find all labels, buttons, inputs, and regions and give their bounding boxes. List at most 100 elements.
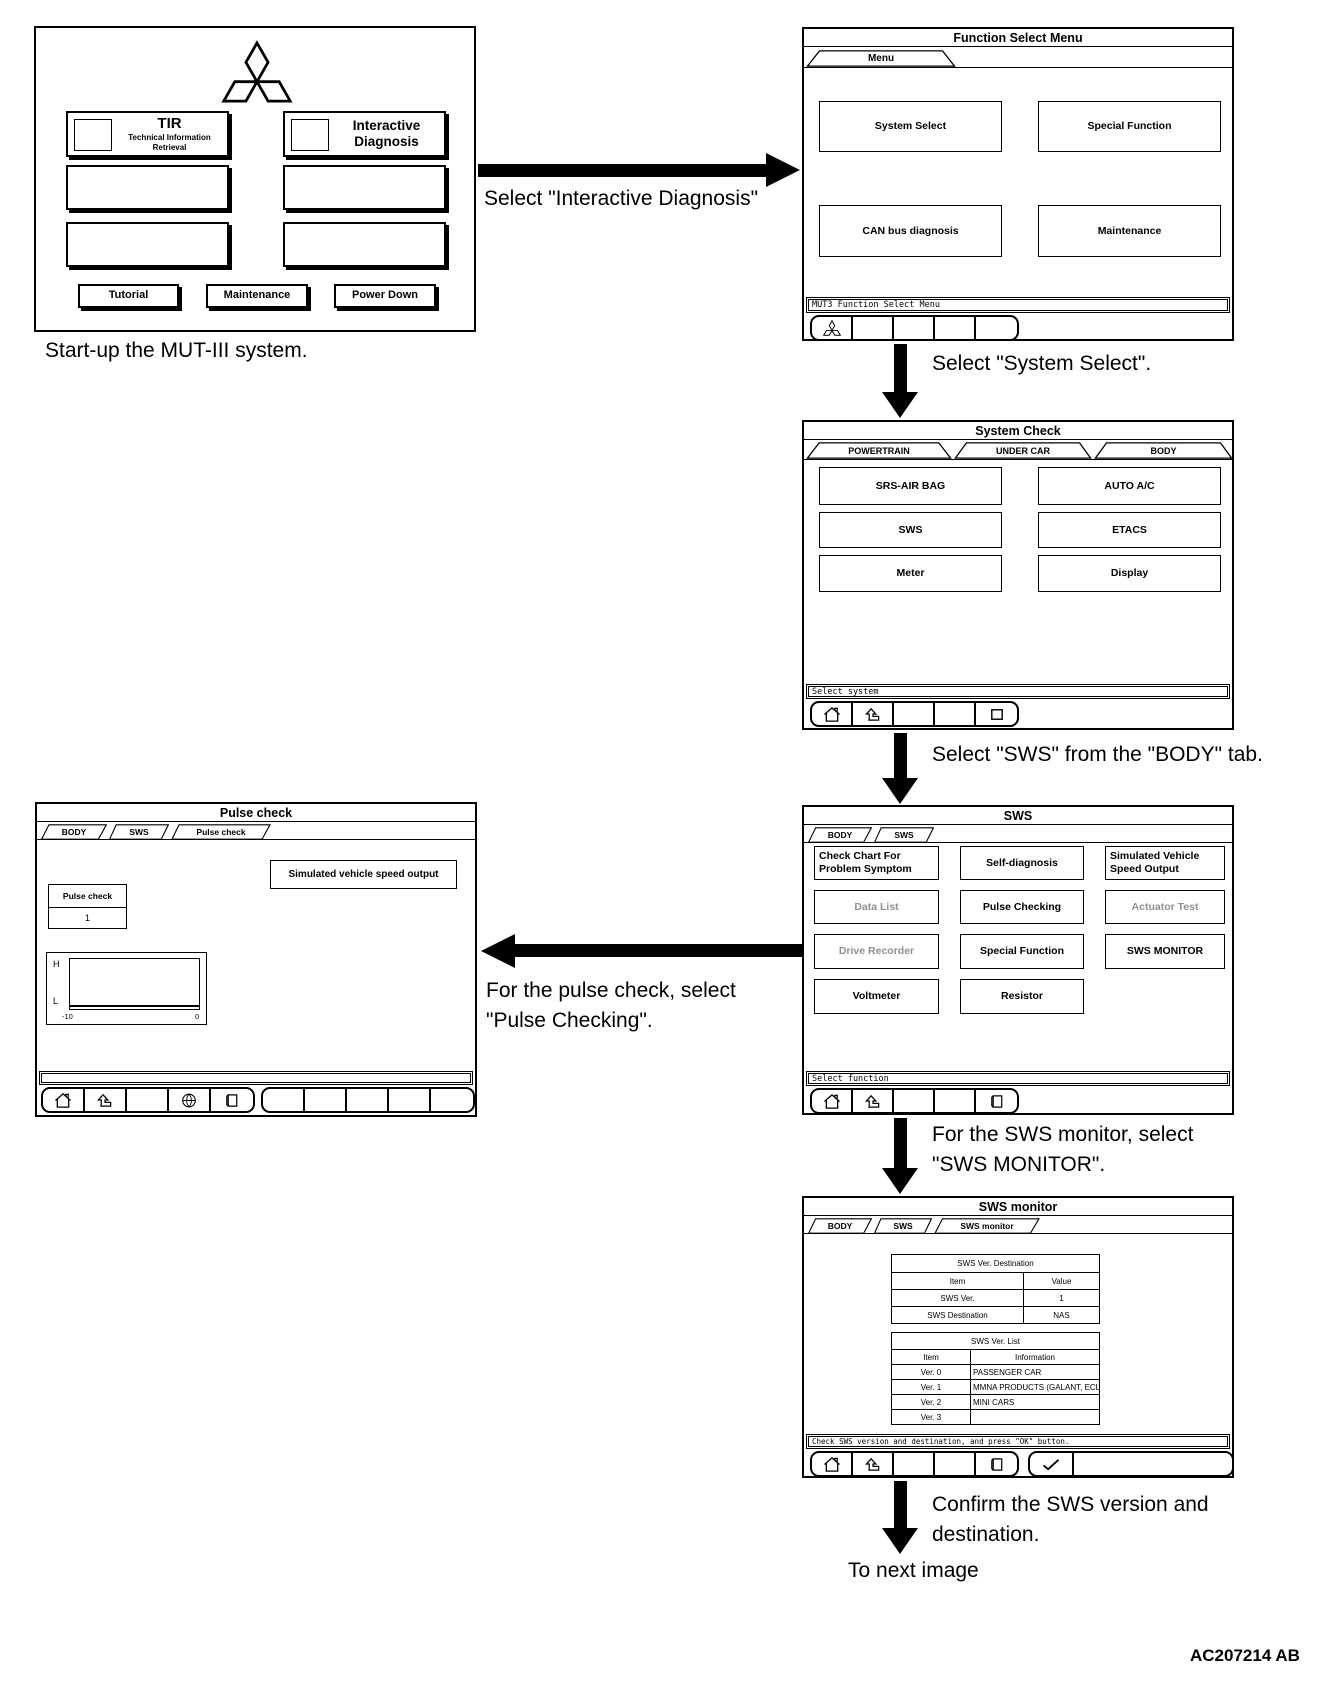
ok-check-icon[interactable] — [1030, 1453, 1074, 1475]
mitsubishi-logo-icon[interactable] — [812, 317, 853, 339]
etacs-button[interactable]: ETACS — [1038, 512, 1221, 548]
row-info — [970, 1410, 1099, 1424]
can-bus-diagnosis-button[interactable]: CAN bus diagnosis — [819, 205, 1002, 257]
toolbar-cell[interactable] — [347, 1089, 389, 1111]
toolbar-cell[interactable] — [894, 317, 935, 339]
simulated-vehicle-speed-output-button[interactable]: Simulated vehicle speed output — [270, 860, 457, 889]
breadcrumb-sws-monitor-label: SWS monitor — [960, 1221, 1014, 1231]
self-diagnosis-button[interactable]: Self-diagnosis — [960, 846, 1084, 880]
voltmeter-button[interactable]: Voltmeter — [814, 979, 939, 1014]
figure-code: AC207214 AB — [1190, 1646, 1300, 1665]
toolbar-cell[interactable] — [431, 1089, 473, 1111]
toolbar-cell[interactable] — [389, 1089, 431, 1111]
breadcrumb-sws[interactable]: SWS — [874, 1218, 932, 1234]
breadcrumb-sws-monitor[interactable]: SWS monitor — [934, 1218, 1040, 1234]
toolbar-cell[interactable] — [894, 703, 935, 725]
row-value: 1 — [1023, 1290, 1099, 1306]
breadcrumb-body[interactable]: BODY — [808, 827, 872, 843]
simulated-vehicle-speed-button[interactable]: Simulated Vehicle Speed Output — [1105, 846, 1225, 880]
toolbar-cell[interactable] — [305, 1089, 347, 1111]
interactive-line-1: Interactive — [352, 117, 421, 133]
sws-button[interactable]: SWS — [819, 512, 1002, 548]
tab-under-car[interactable]: UNDER CAR — [954, 442, 1092, 459]
caption-monitor-line-2: "SWS MONITOR". — [932, 1153, 1106, 1177]
breadcrumb-body[interactable]: BODY — [41, 824, 107, 840]
status-text: MUT3 Function Select Menu — [808, 299, 1228, 311]
special-function-button[interactable]: Special Function — [1038, 101, 1221, 152]
blank-button[interactable] — [66, 222, 229, 267]
arrow-down-head — [882, 778, 918, 804]
breadcrumb-pulse-check[interactable]: Pulse check — [171, 824, 271, 840]
home-icon[interactable] — [43, 1089, 85, 1111]
return-icon[interactable] — [853, 703, 894, 725]
home-icon[interactable] — [812, 1453, 853, 1475]
system-select-button[interactable]: System Select — [819, 101, 1002, 152]
resistor-button[interactable]: Resistor — [960, 979, 1084, 1014]
breadcrumb-sws[interactable]: SWS — [874, 827, 934, 843]
maintenance-button[interactable]: Maintenance — [206, 284, 308, 308]
caption-monitor: For the SWS monitor, select "SWS MONITOR… — [932, 1120, 1193, 1181]
tab-body[interactable]: BODY — [1094, 442, 1233, 459]
toolbar-cell[interactable] — [263, 1089, 305, 1111]
display-button[interactable]: Display — [1038, 555, 1221, 592]
blank-button[interactable] — [66, 165, 229, 210]
globe-icon[interactable] — [169, 1089, 211, 1111]
breadcrumb-body[interactable]: BODY — [808, 1218, 872, 1234]
actuator-test-button[interactable]: Actuator Test — [1105, 890, 1225, 924]
caption-select-sws: Select "SWS" from the "BODY" tab. — [932, 743, 1263, 766]
drive-recorder-button[interactable]: Drive Recorder — [814, 934, 939, 969]
toolbar-cell[interactable] — [853, 317, 894, 339]
data-list-button[interactable]: Data List — [814, 890, 939, 924]
table-title: SWS Ver. Destination — [957, 1259, 1034, 1268]
special-function-button[interactable]: Special Function — [960, 934, 1084, 969]
sws-monitor-button[interactable]: SWS MONITOR — [1105, 934, 1225, 969]
tab-menu[interactable]: Menu — [806, 50, 956, 67]
return-icon[interactable] — [853, 1090, 894, 1112]
toolbar-cell[interactable] — [935, 317, 976, 339]
toolbar-cell[interactable] — [1074, 1453, 1232, 1475]
power-down-button[interactable]: Power Down — [334, 284, 436, 308]
row-info: MINI CARS — [970, 1395, 1099, 1409]
tir-button[interactable]: TIR Technical Information Retrieval — [66, 111, 229, 157]
maintenance-button[interactable]: Maintenance — [1038, 205, 1221, 257]
blank-button[interactable] — [283, 222, 446, 267]
toolbar-cell[interactable] — [894, 1090, 935, 1112]
interactive-diagnosis-button[interactable]: Interactive Diagnosis — [283, 111, 446, 157]
toolbar-cell[interactable] — [976, 317, 1017, 339]
toolbar-cell[interactable] — [894, 1453, 935, 1475]
toolbar-cell[interactable] — [935, 1090, 976, 1112]
page-icon[interactable] — [976, 1453, 1017, 1475]
auto-ac-button[interactable]: AUTO A/C — [1038, 467, 1221, 505]
status-bar — [39, 1071, 473, 1085]
page-icon[interactable] — [211, 1089, 253, 1111]
blank-button[interactable] — [283, 165, 446, 210]
interactive-line-2: Diagnosis — [354, 134, 419, 149]
srs-air-bag-button[interactable]: SRS-AIR BAG — [819, 467, 1002, 505]
stop-icon[interactable] — [976, 703, 1017, 725]
home-icon[interactable] — [812, 703, 853, 725]
return-icon[interactable] — [85, 1089, 127, 1111]
table-row: SWS Ver. 1 — [892, 1289, 1099, 1306]
toolbar-cell[interactable] — [127, 1089, 169, 1111]
tab-row-line — [804, 66, 1232, 68]
pulse-graph: H L -10 0 — [46, 952, 207, 1025]
pulse-check-box-label: Pulse check — [49, 885, 126, 908]
tutorial-button[interactable]: Tutorial — [78, 284, 179, 308]
status-bar: Select system — [806, 684, 1230, 699]
pulse-checking-button[interactable]: Pulse Checking — [960, 890, 1084, 924]
tir-title: TIR — [157, 115, 182, 133]
graph-x-max-label: 0 — [195, 1012, 200, 1021]
home-icon[interactable] — [812, 1090, 853, 1112]
toolbar-cell[interactable] — [935, 703, 976, 725]
breadcrumb-sws[interactable]: SWS — [109, 824, 169, 840]
meter-button[interactable]: Meter — [819, 555, 1002, 592]
toolbar-cell[interactable] — [935, 1453, 976, 1475]
tir-icon — [74, 119, 112, 151]
return-icon[interactable] — [853, 1453, 894, 1475]
page-icon[interactable] — [976, 1090, 1017, 1112]
row-item: SWS Destination — [927, 1310, 988, 1320]
tab-powertrain[interactable]: POWERTRAIN — [806, 442, 952, 459]
caption-startup: Start-up the MUT-III system. — [45, 339, 308, 362]
check-chart-button[interactable]: Check Chart For Problem Symptom — [814, 846, 939, 880]
table-title: SWS Ver. List — [971, 1336, 1020, 1346]
